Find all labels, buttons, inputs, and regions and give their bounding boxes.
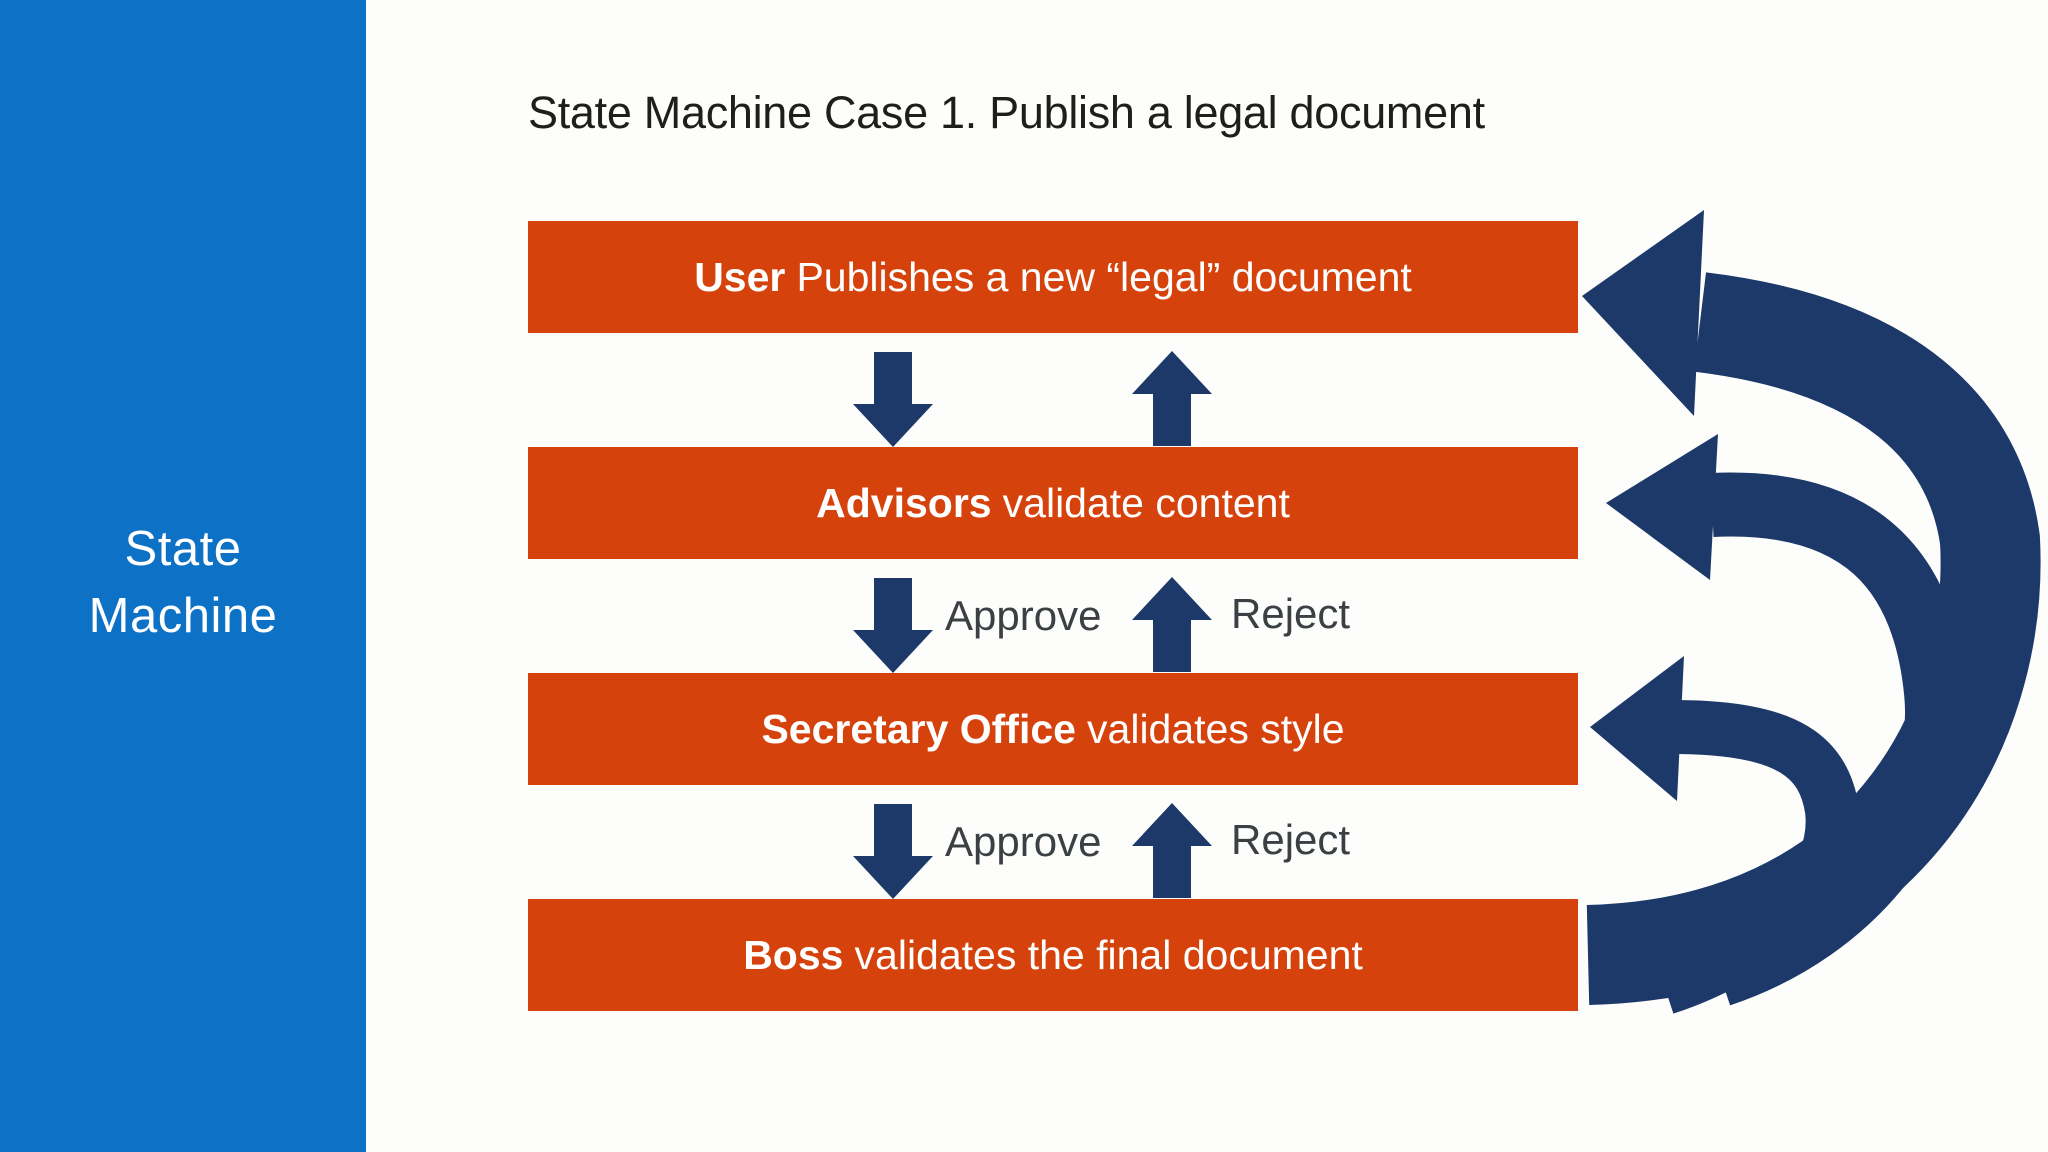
state-action-user: Publishes a new “legal” document: [796, 253, 1412, 300]
up-arrow-advisors-to-user: [1132, 351, 1212, 446]
down-arrow-secretary-to-boss: [853, 804, 933, 899]
down-arrow-icon: [853, 578, 933, 673]
sidebar-title-line1: State: [124, 522, 242, 576]
label-reject-secretary: Reject: [1231, 816, 1351, 863]
up-arrow-icon: [1132, 577, 1212, 672]
down-arrow-advisors-to-secretary: [853, 578, 933, 673]
state-box-secretary-office: Secretary Office validates style: [528, 673, 1578, 785]
down-arrow-user-to-advisors: [853, 352, 933, 447]
down-arrow-icon: [853, 804, 933, 899]
return-arrow-boss-to-advisors: [1606, 434, 1969, 1006]
label-approve-advisors: Approve: [945, 592, 1102, 639]
state-actor-boss: Boss: [743, 931, 844, 978]
state-actor-user: User: [694, 253, 786, 300]
state-actor-advisors: Advisors: [816, 479, 992, 526]
up-arrow-icon: [1132, 351, 1212, 446]
up-arrow-boss-to-secretary: [1132, 803, 1212, 898]
return-arrowhead-icon: [1606, 434, 1718, 580]
label-approve-secretary: Approve: [945, 818, 1102, 865]
sidebar-title-line2: Machine: [88, 589, 278, 643]
state-box-advisors: Advisors validate content: [528, 447, 1578, 559]
state-action-secretary-office: validates style: [1087, 705, 1345, 752]
label-reject-advisors: Reject: [1231, 590, 1351, 637]
state-box-user: User Publishes a new “legal” document: [528, 221, 1578, 333]
return-arrow-band: [1709, 472, 1969, 1006]
sidebar-panel: State Machine: [0, 0, 366, 1152]
return-arrowhead-icon: [1590, 656, 1684, 801]
down-arrow-icon: [853, 352, 933, 447]
up-arrow-secretary-to-advisors: [1132, 577, 1212, 672]
up-arrow-icon: [1132, 803, 1212, 898]
return-arrow-band: [1656, 700, 1860, 1014]
state-action-advisors: validate content: [1002, 479, 1290, 526]
sidebar-title: State Machine: [89, 516, 278, 650]
state-action-boss: validates the final document: [854, 931, 1363, 978]
state-actor-secretary-office: Secretary Office: [761, 705, 1076, 752]
page-title: State Machine Case 1. Publish a legal do…: [528, 87, 1485, 138]
return-arrow-boss-to-secretary: [1590, 656, 1860, 1014]
state-box-boss: Boss validates the final document: [528, 899, 1578, 1011]
return-arrowhead-icon: [1582, 210, 1704, 416]
